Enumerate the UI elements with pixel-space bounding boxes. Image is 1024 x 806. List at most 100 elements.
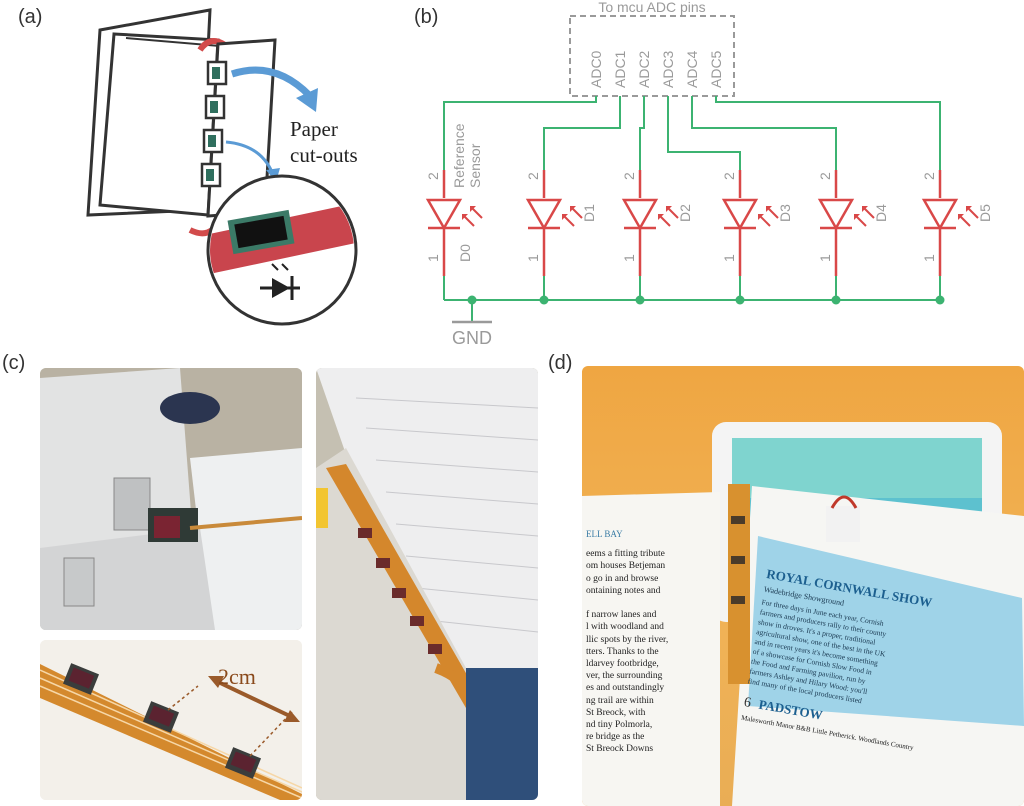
spacing-arrow <box>213 678 295 720</box>
light-arrow-head <box>966 206 972 212</box>
junction-dot <box>935 295 945 305</box>
left-page-line: o go in and browse <box>586 573 659 584</box>
adc-pin-label: ADC3 <box>660 50 676 88</box>
adc-pin-label: ADC0 <box>588 50 604 88</box>
adc-wire <box>691 96 837 170</box>
light-arrow <box>855 215 867 227</box>
adc-wire <box>543 96 621 170</box>
light-arrow-head <box>470 206 476 212</box>
pin-number-top: 2 <box>921 172 937 180</box>
left-page-line: ver, the surrounding <box>586 671 663 682</box>
left-page-heading: ELL BAY <box>586 529 623 539</box>
pin-number-top: 2 <box>425 172 441 180</box>
strip-sensors <box>62 663 262 779</box>
reference-label-line1: Reference <box>451 123 467 188</box>
adc-pin-label: ADC2 <box>636 50 652 88</box>
left-page-line: St Breock, with <box>586 707 646 718</box>
diode-symbol <box>621 198 659 231</box>
left-page-line: l with woodland and <box>586 622 664 633</box>
diode-designator: D5 <box>977 204 993 222</box>
diode-designator: D1 <box>581 204 597 222</box>
light-arrow <box>463 215 475 227</box>
left-page-line: tters. Thanks to the <box>586 646 659 657</box>
left-page-line: f narrow lanes and <box>586 610 657 621</box>
left-page-line: St Breock Downs <box>586 744 654 755</box>
panel-label-d: (d) <box>548 352 573 374</box>
photo-notebook-spine <box>316 368 538 800</box>
diode-designator: D2 <box>677 204 693 222</box>
diode-symbol <box>721 198 759 231</box>
light-arrow-head <box>666 206 672 212</box>
left-page-line: es and outstandingly <box>586 683 665 694</box>
light-arrow <box>959 215 971 227</box>
light-arrow-head <box>462 214 468 220</box>
spacing-label: 2cm <box>218 664 256 689</box>
light-arrow-head <box>862 206 868 212</box>
flex-strip <box>728 484 750 684</box>
diode-symbol <box>921 198 959 231</box>
diode-symbol <box>817 198 855 231</box>
pin-number-bottom: 1 <box>721 254 737 262</box>
adc-pin-label: ADC1 <box>612 50 628 88</box>
left-page-line <box>586 597 718 609</box>
pin-number-top: 2 <box>525 172 541 180</box>
schematic: To mcu ADC pins ADC0 ADC1 ADC2 ADC3 ADC4 ADC5… <box>425 0 993 348</box>
photo-sensor-strip: 2cm <box>40 640 302 800</box>
light-arrow <box>659 215 671 227</box>
diode-symbol <box>525 198 563 231</box>
adc-connector-box <box>569 15 735 97</box>
adc-pin-label: ADC5 <box>708 50 724 88</box>
left-page-line: llic spots by the river, <box>586 634 669 645</box>
arrow-big <box>230 66 313 99</box>
light-arrow-head <box>958 214 964 220</box>
section-number: 6 <box>742 695 753 711</box>
adc-wire <box>443 96 597 170</box>
pin-number-top: 2 <box>621 172 637 180</box>
junction-dot <box>831 295 841 305</box>
panel-a-illustration <box>86 8 358 326</box>
light-arrow <box>767 207 779 219</box>
adc-wire <box>639 96 645 170</box>
connector-header: To mcu ADC pins <box>598 0 705 15</box>
ground-label: GND <box>452 328 492 348</box>
pin-number-bottom: 1 <box>621 254 637 262</box>
panel-label-a: (a) <box>18 6 43 28</box>
light-arrow-head <box>658 214 664 220</box>
adc-pin-label: ADC4 <box>684 50 700 88</box>
diode-designator: D4 <box>873 204 889 222</box>
pin-number-top: 2 <box>721 172 737 180</box>
junction-dot <box>735 295 745 305</box>
light-arrow <box>667 207 679 219</box>
junction-dot <box>635 295 645 305</box>
pin-number-top: 2 <box>817 172 833 180</box>
reference-label-line2: Sensor <box>467 143 483 188</box>
adc-wire <box>715 96 941 170</box>
left-page-line: nd tiny Polmorla, <box>586 720 653 731</box>
adc-wire <box>667 96 741 170</box>
light-arrow-head <box>570 206 576 212</box>
light-arrow <box>759 215 771 227</box>
photo-cutout-closeup <box>40 368 302 630</box>
light-arrow-head <box>854 214 860 220</box>
pin-number-bottom: 1 <box>817 254 833 262</box>
light-arrow <box>863 207 875 219</box>
cutout-slots <box>200 60 228 188</box>
light-arrow <box>471 207 483 219</box>
diode-symbol <box>425 198 463 231</box>
left-page-line: ldarvey footbridge, <box>586 659 659 670</box>
pin-number-bottom: 1 <box>425 254 441 262</box>
light-arrow <box>563 215 575 227</box>
callout-text: Paper cut-outs <box>290 116 358 168</box>
callout-line-1: Paper <box>290 117 338 141</box>
light-arrow-head <box>766 206 772 212</box>
panel-label-c: (c) <box>2 352 26 374</box>
pin-number-bottom: 1 <box>921 254 937 262</box>
light-arrow-head <box>562 214 568 220</box>
panel-label-b: (b) <box>414 6 439 28</box>
left-page-line: ng trail are within <box>586 695 654 706</box>
pin-number-bottom: 1 <box>525 254 541 262</box>
left-page-line: ontaining notes and <box>586 585 661 596</box>
left-page-line: re bridge as the <box>586 732 645 743</box>
diode-designator: D0 <box>457 244 473 262</box>
